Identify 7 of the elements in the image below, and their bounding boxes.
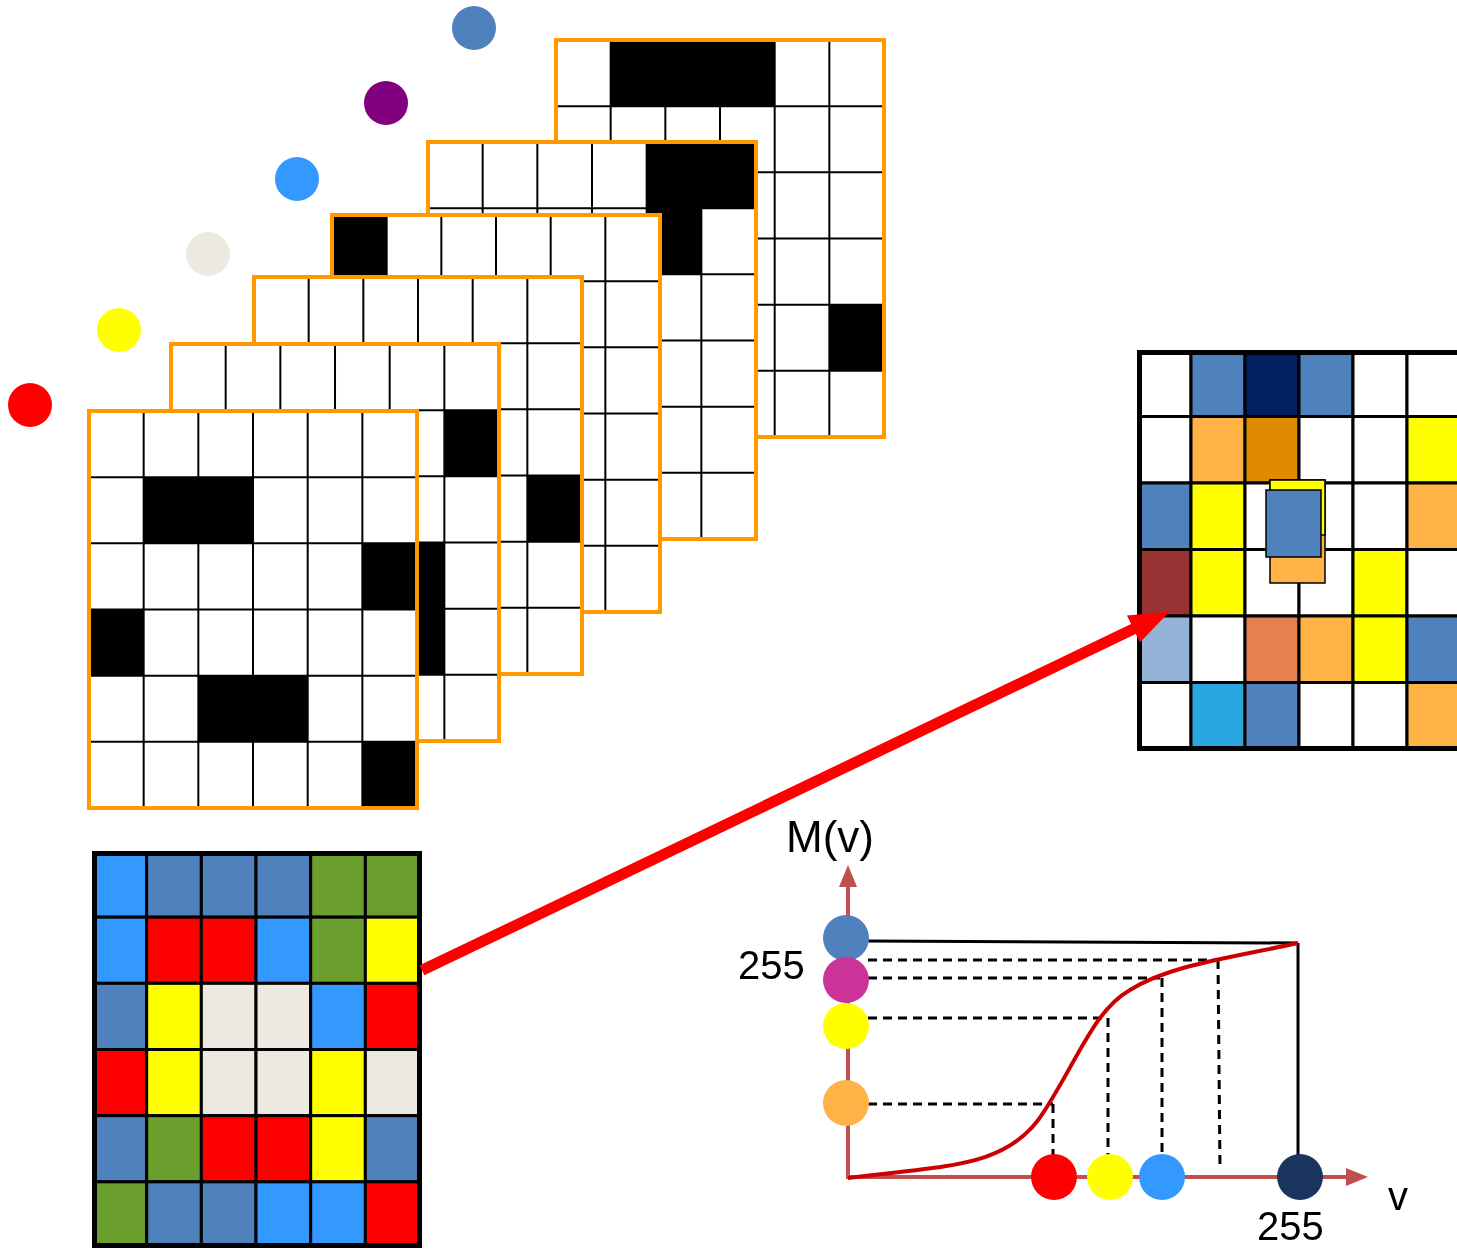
mapped-color-grid (1137, 350, 1457, 751)
tick-label: 255 (1257, 1206, 1324, 1246)
tick-label: 255 (738, 945, 805, 985)
color-grid (92, 851, 422, 1248)
axis-label: v (1388, 1176, 1408, 1216)
axis-label: M(v) (786, 815, 874, 859)
arrow (419, 611, 1170, 976)
